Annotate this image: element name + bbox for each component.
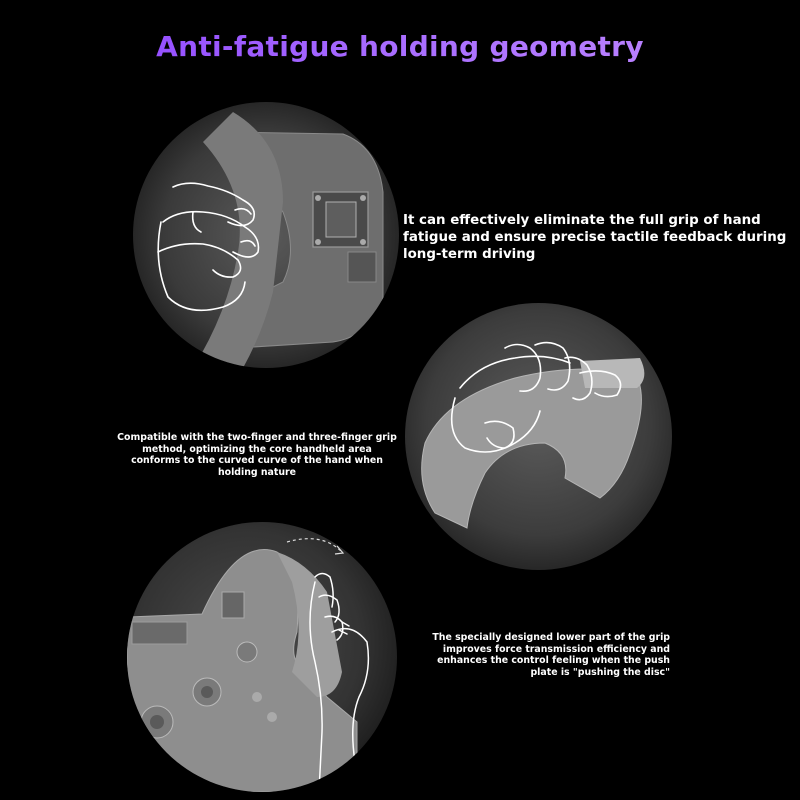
push-plate-grip-photo [127, 522, 397, 792]
page-title: Anti-fatigue holding geometry [0, 30, 800, 63]
caption-push-plate: The specially designed lower part of the… [432, 632, 670, 678]
caption-full-grip: It can effectively eliminate the full gr… [403, 213, 787, 262]
caption-finger-grip: Compatible with the two-finger and three… [117, 432, 397, 478]
curved-grip-photo [405, 303, 672, 570]
two-finger-grip-photo [133, 102, 399, 368]
